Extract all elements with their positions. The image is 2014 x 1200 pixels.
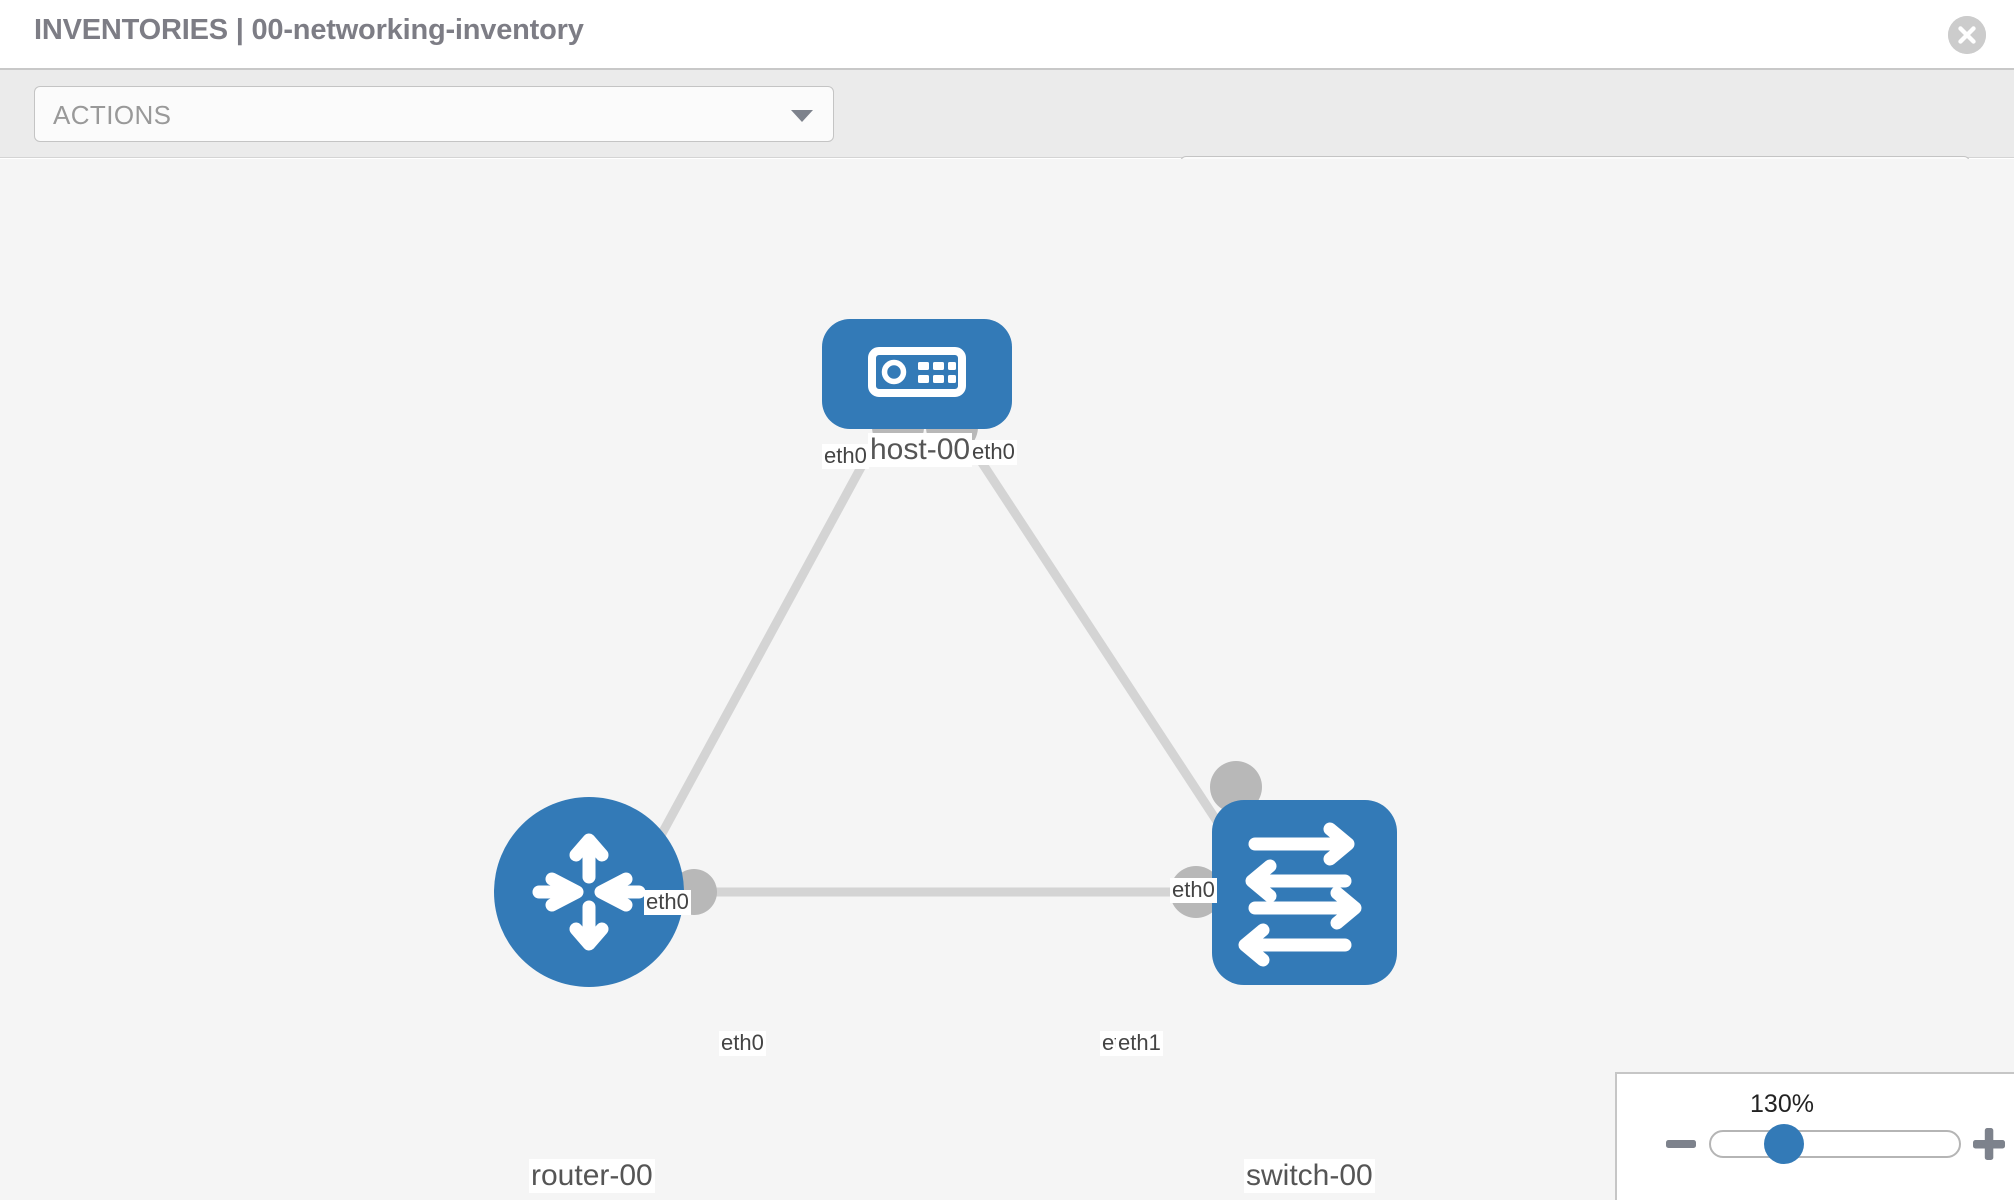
- node-label-switch-00: switch-00: [1244, 1159, 1375, 1193]
- actions-dropdown-label: ACTIONS: [53, 100, 172, 130]
- close-button[interactable]: [1948, 16, 1986, 54]
- node-label-router-00: router-00: [529, 1159, 655, 1193]
- port-label-router-up: eth0: [644, 889, 691, 915]
- zoom-in-button[interactable]: [1969, 1124, 2009, 1164]
- chevron-down-icon: [791, 110, 813, 122]
- port-label-host-right: eth0: [970, 439, 1017, 465]
- port-label-host-left: eth0: [822, 443, 869, 469]
- zoom-level-value: 130%: [1750, 1090, 1814, 1118]
- zoom-control-panel: 130%: [1615, 1072, 2014, 1200]
- zoom-slider-thumb[interactable]: [1764, 1124, 1804, 1164]
- page-header: INVENTORIES | 00-networking-inventory: [0, 0, 2014, 70]
- node-switch-00[interactable]: [1212, 800, 1397, 985]
- node-router-00[interactable]: [494, 797, 684, 987]
- actions-dropdown[interactable]: ACTIONS: [34, 86, 834, 142]
- topology-canvas[interactable]: eth0 host-00 eth0 eth0 eth0 eth0 eth0 et…: [0, 159, 2014, 1200]
- minus-icon: [1666, 1140, 1696, 1148]
- topology-graph: [494, 319, 1397, 987]
- link-host-switch[interactable]: [946, 411, 1249, 867]
- link-layer: [636, 411, 1249, 897]
- port-label-switch-up: eth0: [1170, 877, 1217, 903]
- plus-icon: [1973, 1128, 2005, 1160]
- node-label-host-00: host-00: [868, 433, 973, 467]
- zoom-slider-track[interactable]: [1709, 1130, 1961, 1158]
- port-label-router-right: eth0: [719, 1030, 766, 1056]
- toolbar: ACTIONS SEARC: [0, 70, 2014, 212]
- link-host-router[interactable]: [636, 411, 894, 877]
- node-host-00[interactable]: [822, 319, 1012, 429]
- page-title: INVENTORIES | 00-networking-inventory: [34, 14, 584, 46]
- close-icon: [1948, 16, 1986, 54]
- zoom-out-button[interactable]: [1663, 1126, 1699, 1162]
- port-label-switch-left: eth1: [1116, 1030, 1163, 1056]
